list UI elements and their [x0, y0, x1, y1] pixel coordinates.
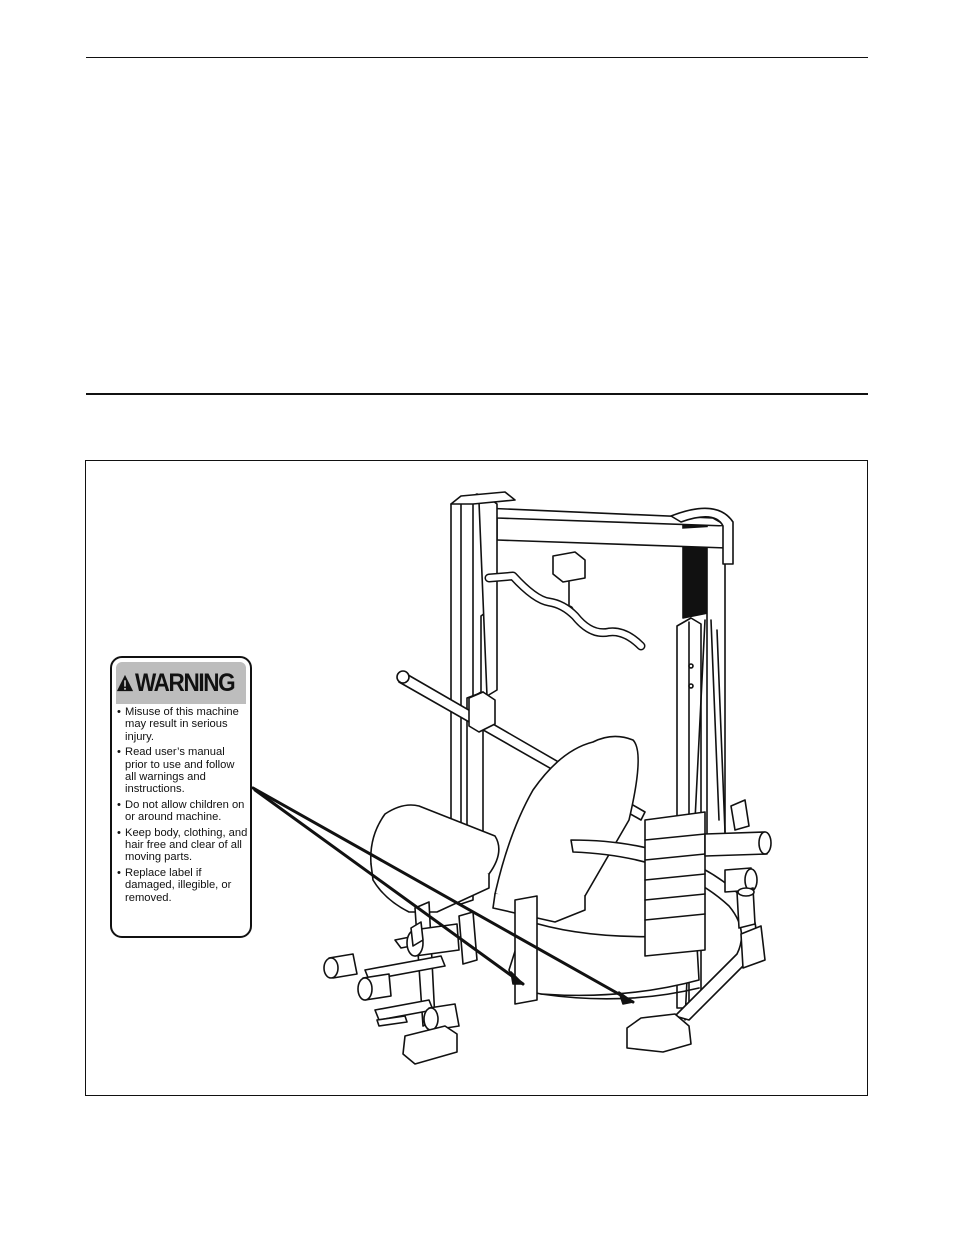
- top-pulley: [553, 552, 585, 582]
- warning-triangle-icon: [116, 674, 134, 692]
- weight-horn-right: [705, 832, 767, 856]
- top-rule: [86, 57, 868, 58]
- right-rear-upright: [707, 515, 725, 848]
- warning-label: WARNING Misuse of this machine may resul…: [110, 656, 252, 938]
- backrest-pad: [495, 736, 638, 908]
- warning-list: Misuse of this machine may result in ser…: [117, 706, 248, 907]
- left-foot: [403, 1026, 457, 1064]
- warning-title: WARNING: [135, 671, 234, 696]
- warning-item: Do not allow children on or around machi…: [117, 799, 248, 824]
- warning-item: Misuse of this machine may result in ser…: [117, 706, 248, 743]
- weight-plates: [645, 812, 705, 956]
- warning-item: Read user’s manual prior to use and foll…: [117, 746, 248, 796]
- right-foot: [627, 1014, 691, 1052]
- warning-item: Replace label if damaged, illegible, or …: [117, 867, 248, 904]
- warning-item: Keep body, clothing, and hair free and c…: [117, 827, 248, 864]
- warning-header: WARNING: [116, 662, 246, 704]
- section-rule: [86, 393, 868, 395]
